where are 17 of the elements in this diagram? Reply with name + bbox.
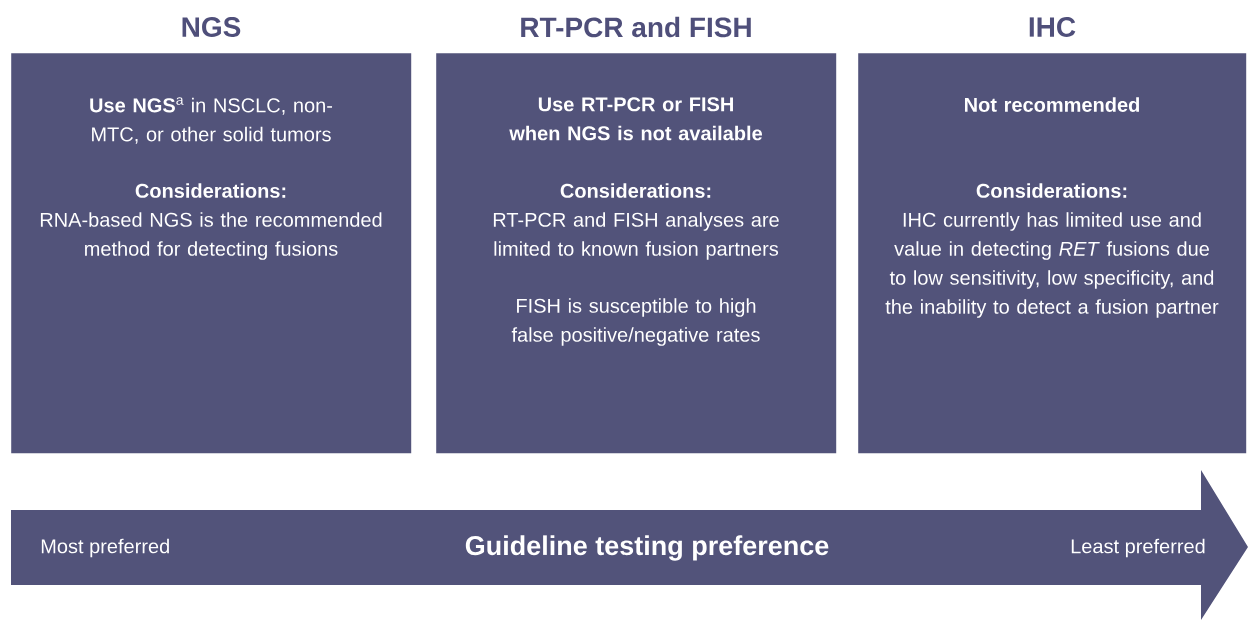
considerations-text: FISH is susceptible to high false positive/negative rates	[511, 298, 760, 346]
considerations-heading: Considerations:	[560, 183, 711, 198]
recommendation-text: Not recommended	[965, 97, 1139, 112]
heading: RT-PCR and FISH	[521, 16, 751, 38]
considerations-text: RT-PCR and FISH analyses are limited to known fusion partners	[493, 212, 779, 260]
recommendation-text: Use NGS$^{a}$ in NSCLC, non-MTC, or other solid tumors	[90, 97, 333, 144]
heading: IHC	[1029, 17, 1076, 37]
arrow-band	[11, 470, 1248, 620]
considerations-text: IHC currently has limited use and value in detecting RET fusions due to low sensitivity, low specificity, and the inability to detect a fusion partner	[885, 212, 1219, 318]
arrow-label: Least preferred	[1071, 538, 1205, 558]
considerations-heading: Considerations:	[976, 183, 1127, 198]
considerations-text: RNA-based NGS is the recommended method for detecting fusions	[40, 212, 382, 260]
arrow-label: Most preferred	[41, 538, 169, 558]
recommendation-text: Use RT-PCR or FISH when NGS is not available	[509, 97, 763, 141]
heading: NGS	[182, 17, 241, 37]
considerations-heading: Considerations:	[135, 183, 286, 198]
arrow-title: Guideline testing preference	[465, 535, 829, 561]
